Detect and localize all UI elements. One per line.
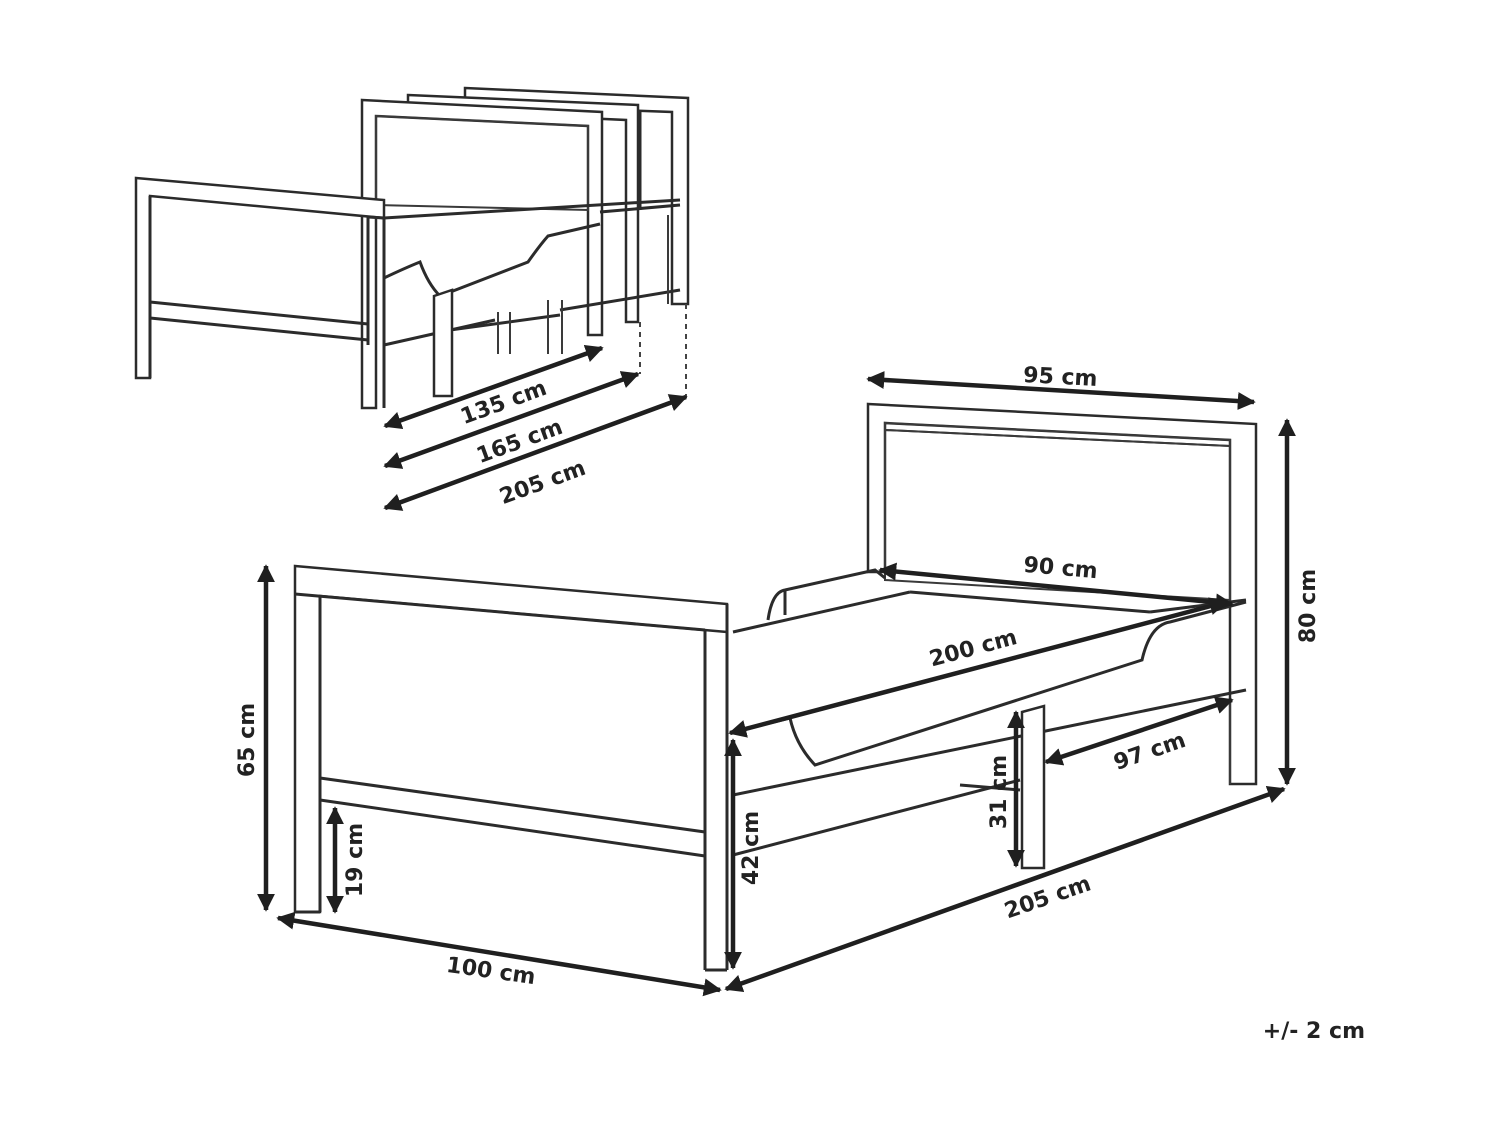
label-80-cm: 80 cm: [1296, 569, 1321, 643]
dim-arrow-200: [728, 597, 1228, 738]
label-31-cm: 31 cm: [987, 755, 1012, 829]
label-165-cm: 165 cm: [473, 415, 566, 469]
label-42-cm: 42 cm: [739, 811, 764, 885]
label-200-cm: 200 cm: [927, 625, 1020, 672]
extension-post: [432, 288, 454, 398]
dim-arrow-95: [866, 370, 1256, 411]
tolerance-note: +/- 2 cm: [1263, 1019, 1365, 1044]
middle-post: [1020, 704, 1046, 870]
label-90-cm: 90 cm: [1022, 553, 1098, 584]
headboard-stage-1: [360, 98, 604, 410]
extendable-bed-view: 135 cm 165 cm 205 cm: [134, 86, 690, 511]
far-side-rail: [766, 568, 886, 621]
label-205-cm-main: 205 cm: [1001, 871, 1094, 924]
label-95-cm: 95 cm: [1023, 363, 1098, 392]
footboard: [293, 564, 729, 972]
dim-arrow-100: [276, 911, 722, 997]
small-footboard: [134, 176, 386, 408]
dim-arrow-205: [724, 785, 1286, 993]
dim-arrow-205: [383, 394, 688, 511]
label-65-cm: 65 cm: [235, 703, 260, 777]
dim-arrow-97: [1044, 696, 1234, 766]
label-19-cm: 19 cm: [343, 823, 368, 897]
main-bed-view: 95 cm 90 cm 200 cm 80 cm 65 cm 19 cm 42 …: [235, 363, 1321, 997]
